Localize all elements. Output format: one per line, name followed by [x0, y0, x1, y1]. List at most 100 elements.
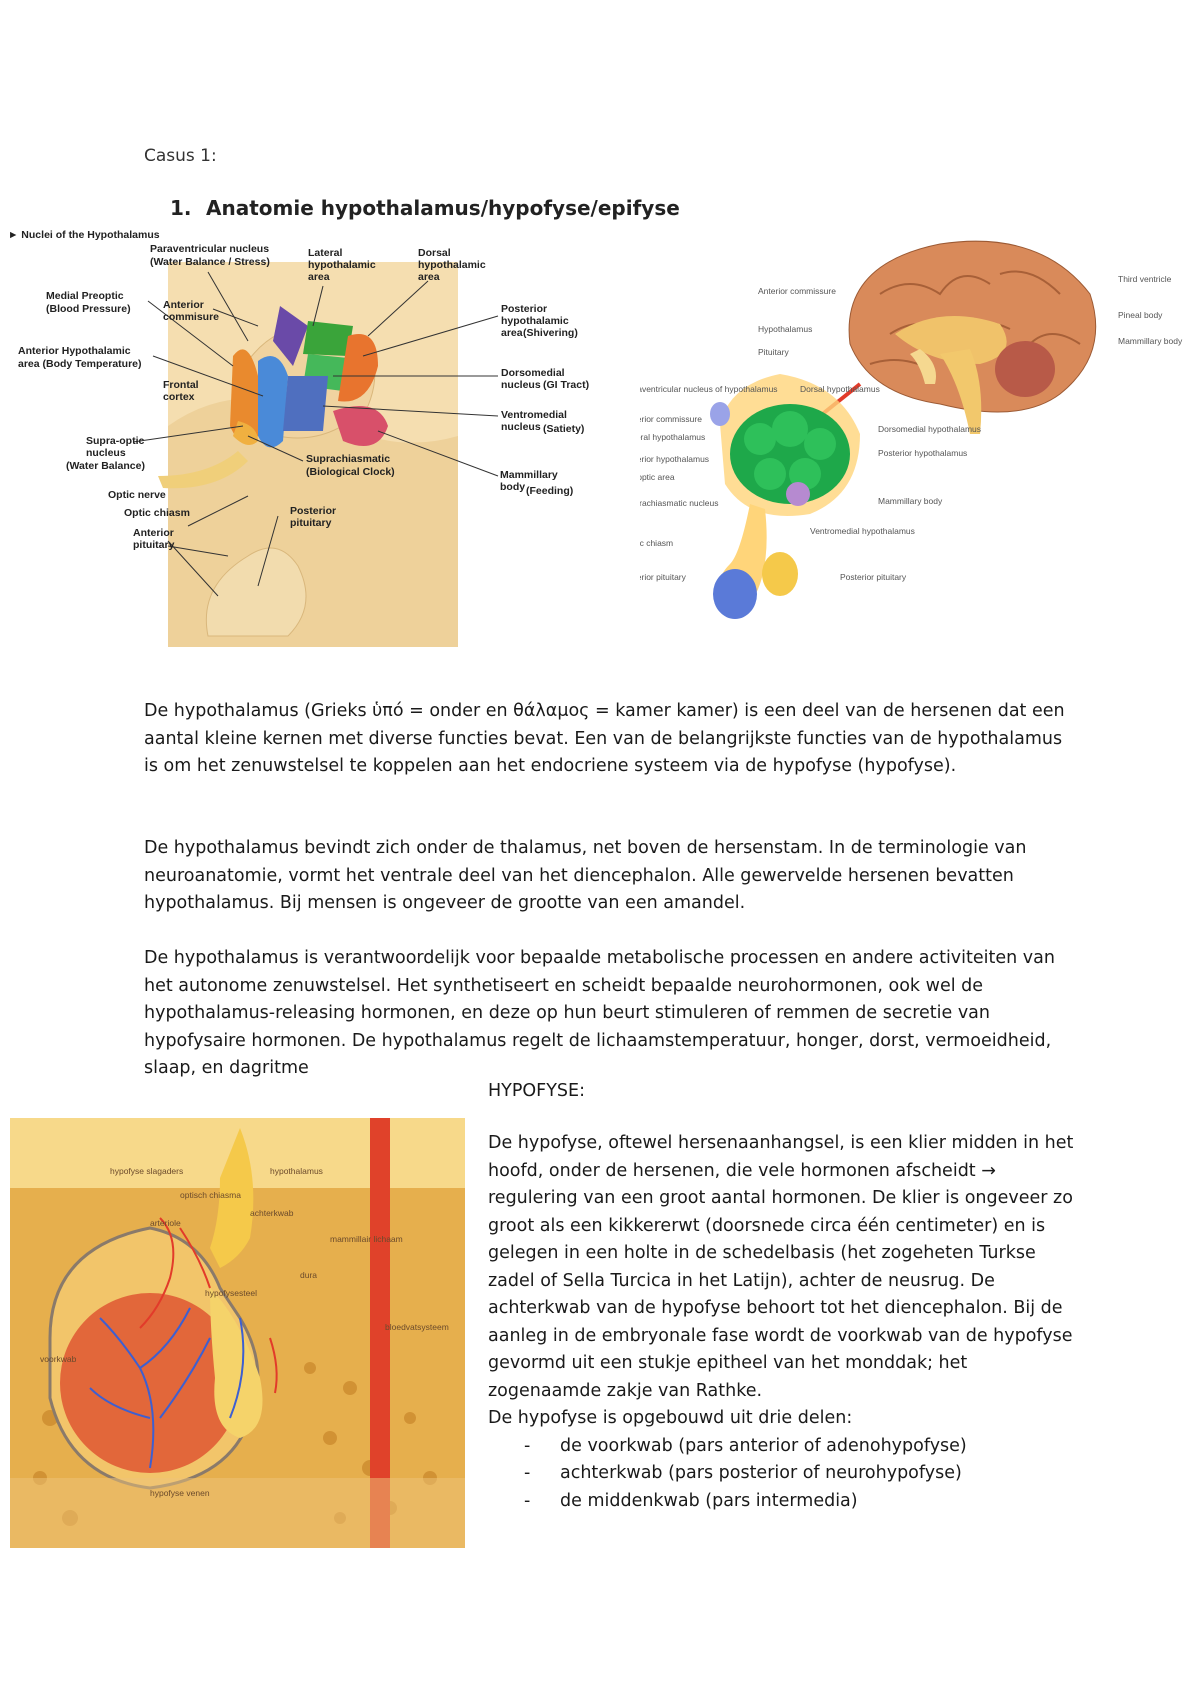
r-lbl-suprachiasmatic: Suprachiasmatic nucleus	[640, 498, 719, 508]
b-lbl-bloedvatsysteem: bloedvatsysteem	[385, 1322, 449, 1332]
cerebellum	[995, 341, 1055, 397]
hypofyse-parts-intro: De hypofyse is opgebouwd uit drie delen:	[488, 1408, 853, 1428]
lbl-paraventricular-sub: (Water Balance / Stress)	[150, 256, 270, 268]
r-lbl-mammillary-top: Mammillary body	[1118, 336, 1183, 346]
b-lbl-hypofyse-venen: hypofyse venen	[150, 1488, 210, 1498]
lbl-dorsal-3: area	[418, 271, 440, 283]
r-lbl-mammillary: Mammillary body	[878, 496, 943, 506]
b-lbl-hypofysesteel: hypofysesteel	[205, 1288, 257, 1298]
lbl-dorsomedial-2: nucleus	[501, 379, 541, 391]
lbl-supraoptic-sub: (Water Balance)	[66, 460, 145, 472]
b-lbl-mammillair-lichaam: mammillair lichaam	[330, 1234, 403, 1244]
voorkwab	[60, 1293, 240, 1473]
lbl-optic-nerve: Optic nerve	[108, 489, 166, 501]
hypofyse-paragraph: De hypofyse, oftewel hersenaanhangsel, i…	[488, 1133, 1074, 1401]
lbl-mammillary-2: body	[500, 481, 525, 493]
hypothalamus-nuclei-figure: ► Nuclei of the Hypothalamus Paraventric…	[8, 226, 623, 651]
artery-right	[370, 1118, 390, 1548]
lbl-paraventricular: Paraventricular nucleus	[150, 243, 269, 255]
hypofyse-heading: HYPOFYSE:	[488, 1081, 585, 1101]
b-lbl-arteriole: arteriole	[150, 1218, 181, 1228]
r-lbl-paraventricular: Paraventricular nucleus of hypothalamus	[640, 384, 778, 394]
r-lbl-anterior-pituitary: Anterior pituitary	[640, 572, 687, 582]
lbl-dorsal-2: hypothalamic	[418, 259, 486, 271]
lbl-lateral-3: area	[308, 271, 330, 283]
optic-nerve	[158, 451, 248, 489]
r-lbl-dorsomedial: Dorsomedial hypothalamus	[878, 424, 981, 434]
r-lbl-anterior-commissure-2: Anterior commissure	[640, 414, 702, 424]
lbl-anterior-hypo-sub: area (Body Temperature)	[18, 358, 142, 370]
lbl-medial-preoptic-sub: (Blood Pressure)	[46, 303, 131, 315]
b-lbl-voorkwab: voorkwab	[40, 1354, 77, 1364]
r-lbl-optic-chiasm: Optic chiasm	[640, 538, 673, 548]
r-lbl-dorsal-hypo: Dorsal hypothalamus	[800, 384, 880, 394]
r-lbl-posterior-pituitary: Posterior pituitary	[840, 572, 907, 582]
r-lbl-third-ventricle: Third ventricle	[1118, 274, 1172, 284]
achterkwab	[210, 1288, 263, 1438]
lbl-supraoptic-2: nucleus	[86, 447, 126, 459]
r-lbl-anterior-hypo: Anterior hypothalamus	[640, 454, 709, 464]
lbl-dorsomedial: Dorsomedial	[501, 367, 565, 379]
section-heading: 1. Anatomie hypothalamus/hypofyse/epifyse	[170, 196, 680, 220]
paraventricular-nucleus	[273, 306, 308, 366]
posterior-nucleus	[338, 334, 378, 402]
brainstem	[940, 349, 982, 434]
lbl-frontal: Frontal	[163, 379, 199, 391]
figure-title: ► Nuclei of the Hypothalamus	[8, 229, 160, 241]
lbl-frontal-2: cortex	[163, 391, 195, 403]
r-lbl-anterior-commissure: Anterior commissure	[758, 286, 836, 296]
lbl-mammillary: Mammillary	[500, 469, 558, 481]
anterior-pituitary-shape	[713, 569, 757, 619]
brain-sagittal-figure: Anterior commissure Hypothalamus Pituita…	[640, 234, 1190, 654]
hypofyse-parts-list: de voorkwab (pars anterior of adenohypof…	[488, 1433, 1078, 1516]
b-lbl-achterkwab: achterkwab	[250, 1208, 294, 1218]
section-number: 1.	[170, 196, 192, 220]
hypothalamus-shape	[210, 1128, 254, 1268]
lbl-lateral-2: hypothalamic	[308, 259, 376, 271]
paragraph-2: De hypothalamus bevindt zich onder de th…	[144, 838, 1027, 913]
hypofyse-part-3: de middenkwab (pars intermedia)	[488, 1488, 1078, 1516]
lbl-anterior-commissure-2: commisure	[163, 311, 219, 323]
r-lbl-hypothalamus: Hypothalamus	[758, 324, 812, 334]
lbl-anterior-hypo: Anterior Hypothalamic	[18, 345, 131, 357]
lbl-posterior-hypo-sub: (Shivering)	[523, 327, 578, 339]
lbl-anterior-pituitary: Anterior	[133, 527, 174, 539]
lbl-optic-chiasm: Optic chiasm	[124, 507, 190, 519]
lbl-ventromedial: Ventromedial	[501, 409, 567, 421]
lbl-lateral: Lateral	[308, 247, 343, 259]
lbl-posterior-hypo: Posterior	[501, 303, 547, 315]
hypofyse-part-1: de voorkwab (pars anterior of adenohypof…	[488, 1433, 1078, 1461]
lbl-posterior-hypo-3: area	[501, 327, 523, 339]
lbl-dorsomedial-sub: (GI Tract)	[543, 379, 589, 391]
lbl-suprachiasmatic: Suprachiasmatic	[306, 453, 390, 465]
b-lbl-dura: dura	[300, 1270, 317, 1280]
casus-label: Casus 1:	[144, 146, 217, 166]
lbl-ventromedial-sub: (Satiety)	[543, 423, 584, 435]
lbl-posterior-pituitary: Posterior	[290, 505, 336, 517]
lbl-posterior-hypo-2: hypothalamic	[501, 315, 569, 327]
pituitary-figure: hypofyse slagaders hypothalamus optisch …	[10, 1118, 465, 1548]
hypofyse-part-2: achterkwab (pars posterior of neurohypof…	[488, 1460, 1078, 1488]
hypofyse-parts: De hypofyse is opgebouwd uit drie delen:…	[488, 1405, 1078, 1515]
lbl-dorsal: Dorsal	[418, 247, 451, 259]
lateral-nucleus	[303, 321, 353, 356]
lbl-ventromedial-2: nucleus	[501, 421, 541, 433]
r-lbl-lateral-hypo: Lateral hypothalamus	[640, 432, 705, 442]
b-lbl-optisch-chiasma: optisch chiasma	[180, 1190, 241, 1200]
r-lbl-ventromedial: Ventromedial hypothalamus	[810, 526, 915, 536]
lbl-posterior-pituitary-2: pituitary	[290, 517, 332, 529]
b-lbl-hypothalamus: hypothalamus	[270, 1166, 323, 1176]
mammillary-nucleus	[333, 406, 388, 446]
r-lbl-preoptic: Preoptic area	[640, 472, 675, 482]
paragraph-1: De hypothalamus (Grieks ὑπό = onder en θ…	[144, 701, 1065, 776]
ventromedial-nucleus	[283, 376, 328, 431]
anterior-hypothalamic-nucleus	[258, 356, 288, 448]
r-lbl-pineal-body: Pineal body	[1118, 310, 1163, 320]
section-title: Anatomie hypothalamus/hypofyse/epifyse	[206, 196, 680, 220]
b-lbl-hypofyse-slagaders: hypofyse slagaders	[110, 1166, 183, 1176]
lbl-suprachiasmatic-sub: (Biological Clock)	[306, 466, 395, 478]
lbl-medial-preoptic: Medial Preoptic	[46, 290, 124, 302]
r-lbl-posterior-hypo: Posterior hypothalamus	[878, 448, 967, 458]
lbl-mammillary-sub: (Feeding)	[526, 485, 573, 497]
anterior-nucleus	[230, 349, 258, 444]
